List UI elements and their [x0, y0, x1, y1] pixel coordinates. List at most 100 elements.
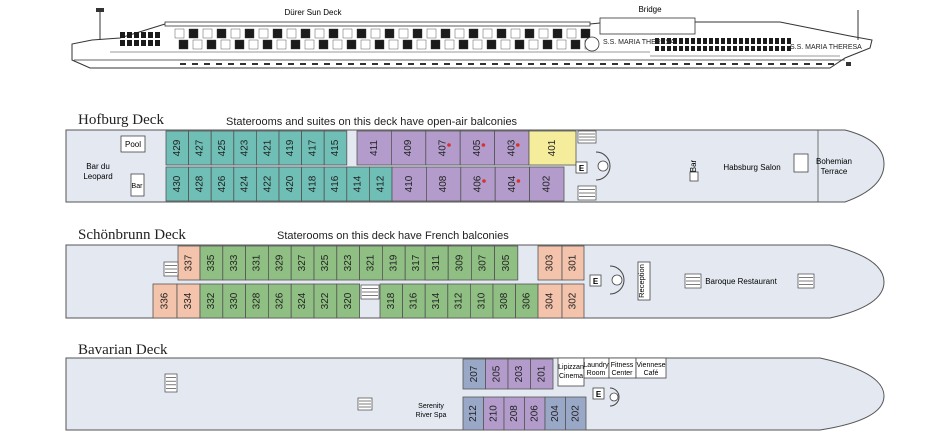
- ship-window: [286, 28, 297, 39]
- ship-porthole: [564, 63, 570, 65]
- ship-window: [769, 38, 773, 44]
- ship-window: [727, 38, 731, 44]
- ship-window: [745, 38, 749, 44]
- cabin-number-420: 420: [285, 175, 296, 192]
- ship-porthole: [348, 63, 354, 65]
- cabin-number-206: 206: [529, 405, 540, 422]
- cabin-number-407: 407: [438, 139, 449, 156]
- ship-porthole: [804, 63, 810, 65]
- ship-window: [661, 46, 665, 51]
- ship-porthole: [216, 63, 222, 65]
- ship-window: [685, 46, 689, 51]
- ship-window: [757, 46, 761, 51]
- ship-window: [514, 39, 525, 50]
- ship-window: [757, 38, 761, 44]
- cabin-number-329: 329: [274, 254, 285, 271]
- balcony-marker: [481, 143, 486, 147]
- cabin-number-324: 324: [297, 292, 308, 309]
- ship-window: [787, 38, 791, 44]
- ship-window: [430, 39, 441, 50]
- ship-window: [388, 39, 399, 50]
- ship-porthole: [816, 63, 822, 65]
- cabin-301: [561, 245, 585, 281]
- cabin-number-316: 316: [409, 292, 420, 309]
- cabin-number-323: 323: [343, 254, 354, 271]
- cabin-number-334: 334: [183, 292, 194, 309]
- cabin-number-424: 424: [240, 175, 251, 192]
- ship-window: [141, 32, 146, 38]
- habsburg-bar-label: Bar: [689, 159, 698, 172]
- ship-porthole: [432, 63, 438, 65]
- ship-porthole: [396, 63, 402, 65]
- cabin-408: [425, 166, 462, 202]
- cabin-number-310: 310: [476, 292, 487, 309]
- ship-window: [500, 39, 511, 50]
- cabin-number-318: 318: [386, 292, 397, 309]
- ship-porthole: [480, 63, 486, 65]
- ship-window: [234, 39, 245, 50]
- ship-window: [468, 28, 479, 39]
- ship-window: [120, 40, 125, 46]
- ship-window: [304, 39, 315, 50]
- ship-window: [715, 38, 719, 44]
- ship-porthole: [492, 63, 498, 65]
- ship-porthole: [720, 63, 726, 65]
- ship-window: [721, 46, 725, 51]
- ship-window: [775, 46, 779, 51]
- ship-porthole: [276, 63, 282, 65]
- ship-porthole: [756, 63, 762, 65]
- ship-porthole: [444, 63, 450, 65]
- hofburg-deck-title: Hofburg Deck: [78, 112, 164, 128]
- ship-porthole: [360, 63, 366, 65]
- cabin-number-405: 405: [472, 139, 483, 156]
- ship-window: [134, 32, 139, 38]
- habsburg-salon-label: Habsburg Salon: [723, 163, 780, 172]
- cabin-number-423: 423: [240, 139, 251, 156]
- cabin-number-427: 427: [195, 139, 206, 156]
- ship-window: [374, 39, 385, 50]
- ship-porthole: [180, 63, 186, 65]
- cabin-number-210: 210: [488, 405, 499, 422]
- cabin-number-208: 208: [509, 405, 520, 422]
- cabin-number-403: 403: [506, 139, 517, 156]
- balcony-marker: [516, 143, 520, 147]
- ship-porthole: [696, 63, 702, 65]
- ship-window: [775, 38, 779, 44]
- cabin-number-319: 319: [388, 254, 399, 271]
- cabin-320: [336, 283, 360, 319]
- cabin-411: [356, 130, 392, 166]
- ship-window: [230, 28, 241, 39]
- cabin-number-308: 308: [499, 292, 510, 309]
- ship-bridge: [599, 17, 696, 35]
- ship-window: [763, 46, 767, 51]
- ship-window: [458, 39, 469, 50]
- ship-window: [733, 38, 737, 44]
- ship-window: [454, 28, 465, 39]
- ship-porthole: [264, 63, 270, 65]
- cabin-number-410: 410: [404, 175, 415, 192]
- cabin-410: [391, 166, 427, 202]
- ship-window: [290, 39, 301, 50]
- cabin-number-332: 332: [206, 292, 217, 309]
- cabin-number-307: 307: [478, 254, 489, 271]
- cabin-number-409: 409: [403, 139, 414, 156]
- ship-window: [276, 39, 287, 50]
- ship-window: [370, 28, 381, 39]
- ship-window: [580, 28, 591, 39]
- cabin-number-337: 337: [184, 254, 195, 271]
- ship-porthole: [456, 63, 462, 65]
- cabin-number-201: 201: [536, 365, 547, 382]
- ship-window: [272, 28, 283, 39]
- ship-porthole: [612, 63, 618, 65]
- sun-deck-awning: [164, 21, 591, 27]
- balcony-marker: [516, 179, 521, 183]
- ship-window: [188, 28, 199, 39]
- cabin-number-303: 303: [545, 254, 556, 271]
- cabin-number-207: 207: [469, 365, 480, 382]
- ship-window: [697, 46, 701, 51]
- cabin-number-418: 418: [308, 175, 319, 192]
- cabin-number-205: 205: [491, 365, 502, 382]
